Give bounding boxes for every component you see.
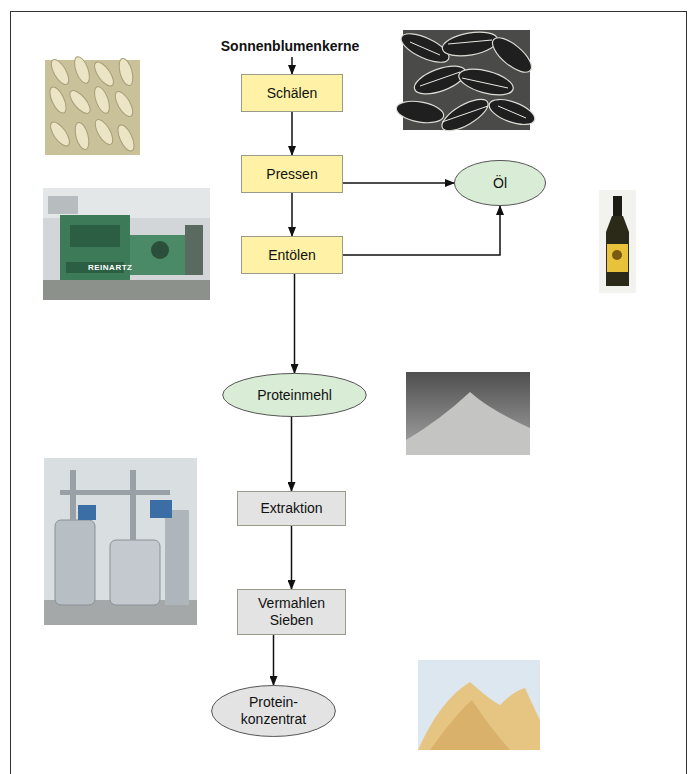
protein-concentrate-photo (418, 660, 540, 750)
node-text: Entölen (268, 247, 315, 264)
flow-arrow (343, 206, 500, 255)
protein-meal-photo (406, 372, 530, 455)
node-text: Schälen (267, 85, 318, 102)
flow-arrow (291, 112, 293, 155)
process-box: Vermahlen Sieben (237, 589, 346, 635)
product-ellipse: Proteinmehl (222, 373, 367, 417)
process-box: Entölen (241, 236, 343, 274)
product-ellipse: Öl (454, 160, 546, 206)
process-box: Schälen (241, 74, 343, 112)
flow-arrow (291, 417, 293, 491)
start-label: Sonnenblumenkerne (215, 35, 365, 57)
press-photo (43, 188, 210, 300)
process-box: Pressen (241, 155, 343, 193)
kernels-photo (45, 55, 140, 155)
node-text: Proteinmehl (257, 387, 332, 404)
node-text: Protein- konzentrat (233, 694, 315, 728)
node-text: Extraktion (260, 500, 322, 517)
extraction-plant-photo (44, 458, 197, 625)
flow-arrow (291, 526, 293, 589)
node-text: Vermahlen Sieben (251, 595, 333, 629)
flow-arrow (291, 193, 293, 236)
flow-arrow (291, 57, 293, 74)
node-text: Pressen (266, 166, 317, 183)
product-ellipse: Protein- konzentrat (211, 685, 336, 737)
node-text: Sonnenblumenkerne (221, 38, 359, 55)
machine-brand-label: REINARTZ (88, 263, 132, 272)
node-text: Öl (493, 175, 507, 192)
flow-arrow (294, 274, 296, 373)
flow-arrow (273, 635, 275, 685)
process-box: Extraktion (237, 491, 346, 526)
seeds-photo (395, 28, 538, 137)
oil-bottle-photo (599, 190, 636, 293)
frame (11, 12, 687, 774)
flow-arrow (343, 182, 454, 184)
